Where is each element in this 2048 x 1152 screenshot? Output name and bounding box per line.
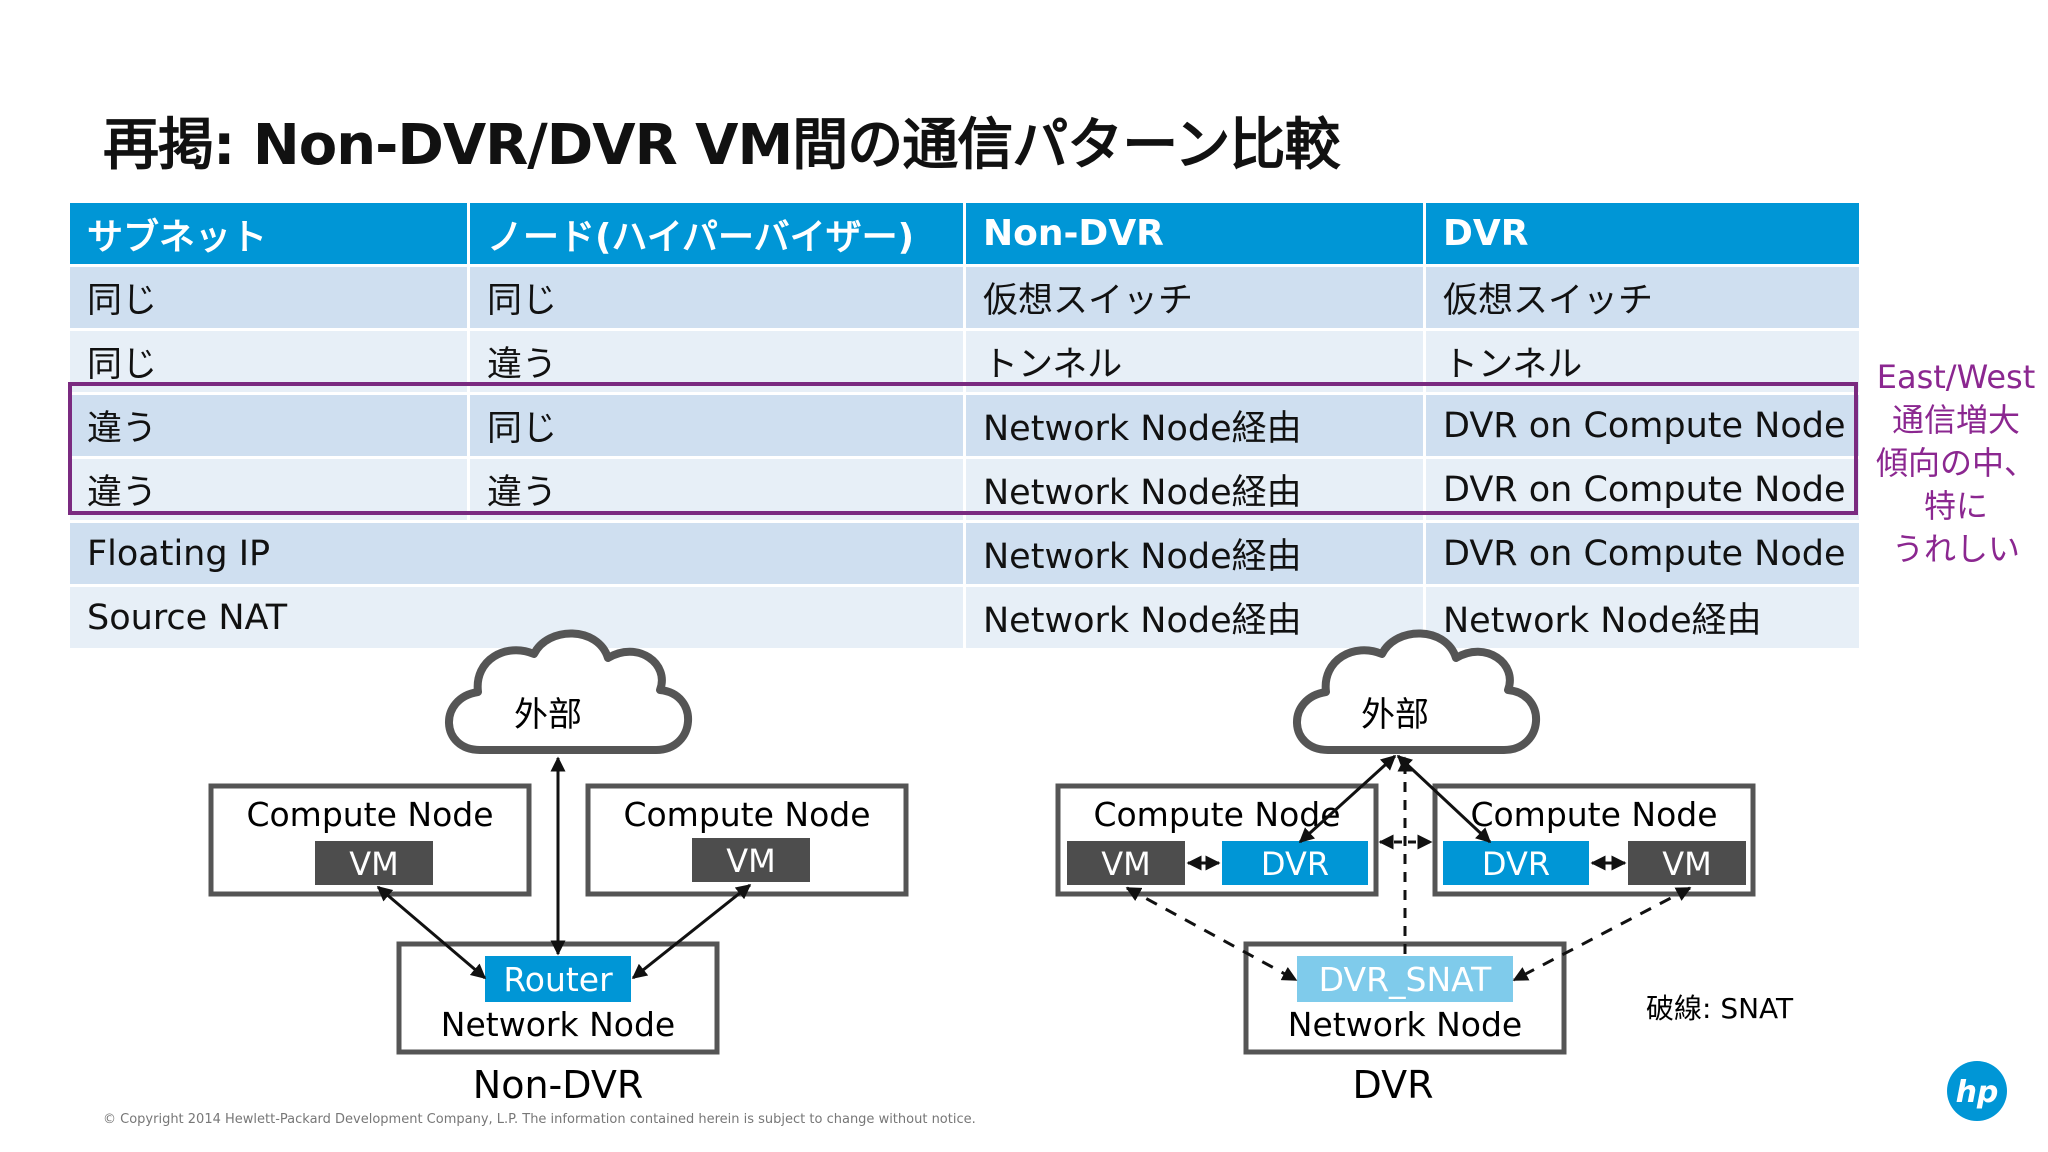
cell-dvr: 仮想スイッチ: [1423, 264, 1862, 331]
table-row: Source NAT Network Node経由 Network Node経由: [67, 584, 1862, 651]
page-title: 再掲: Non-DVR/DVR VM間の通信パターン比較: [103, 113, 1340, 178]
table-header-row: サブネット ノード(ハイパーバイザー) Non-DVR DVR: [67, 200, 1862, 267]
diagram-caption: DVR: [1353, 1063, 1434, 1107]
non-dvr-diagram: 外部 Compute Node VM Compute Node VM Route…: [208, 629, 909, 1107]
cell-non-dvr: Network Node経由: [963, 520, 1426, 587]
snat-arrow: [1125, 886, 1298, 982]
arrow: [1396, 754, 1492, 844]
header-node: ノード(ハイパーバイザー): [467, 200, 966, 267]
table-row: Floating IP Network Node経由 DVR on Comput…: [67, 520, 1862, 587]
vm-label: VM: [349, 845, 399, 883]
cell-non-dvr: Network Node経由: [963, 584, 1426, 651]
copyright-footer: © Copyright 2014 Hewlett-Packard Develop…: [103, 1112, 976, 1127]
dvr-snat-label: DVR_SNAT: [1319, 960, 1492, 999]
compute-node-label: Compute Node: [1470, 795, 1717, 834]
east-west-highlight-box: [68, 382, 1858, 515]
compute-node-label: Compute Node: [246, 795, 493, 834]
cell-non-dvr: 仮想スイッチ: [963, 264, 1426, 331]
cell-subnet: 同じ: [67, 264, 470, 331]
compute-node-label: Compute Node: [1093, 795, 1340, 834]
cell-subnet: Floating IP: [67, 520, 966, 587]
dvr-diagram: 外部 Compute Node VM DVR Compute Node DVR …: [1055, 629, 1794, 1107]
arrow: [376, 885, 487, 980]
vm-label: VM: [1662, 845, 1712, 883]
note-line: 特に: [1923, 487, 1988, 525]
snat-arrow: [1512, 886, 1692, 982]
compute-node-label: Compute Node: [623, 795, 870, 834]
cloud-label: 外部: [1361, 695, 1429, 735]
legend-dashed-snat: 破線: SNAT: [1646, 992, 1794, 1025]
cell-subnet: Source NAT: [67, 584, 966, 651]
vm-box: [315, 841, 433, 885]
note-line: East/West: [1876, 358, 2036, 396]
network-node-label: Network Node: [1288, 1005, 1522, 1044]
note-line: うれしい: [1891, 530, 2020, 568]
router-label: Router: [503, 960, 613, 999]
arrow: [631, 883, 752, 980]
dvr-label: DVR: [1261, 845, 1329, 883]
router-box: [485, 956, 631, 1002]
header-dvr: DVR: [1423, 200, 1862, 267]
network-node-label: Network Node: [441, 1005, 675, 1044]
cloud-icon: [1293, 629, 1540, 754]
arrow: [1298, 754, 1397, 844]
vm-label: VM: [1101, 845, 1151, 883]
note-line: 傾向の中、: [1875, 444, 2036, 482]
note-line: 通信増大: [1891, 401, 2020, 439]
vm-box: [1628, 841, 1746, 885]
cell-node: 同じ: [467, 264, 966, 331]
table-row: 違う 同じ Network Node経由 DVR on Compute Node: [67, 392, 1862, 459]
east-west-note: East/West 通信増大 傾向の中、 特に うれしい: [1868, 356, 2044, 571]
comparison-table: サブネット ノード(ハイパーバイザー) Non-DVR DVR 同じ 同じ 仮想…: [67, 200, 1862, 651]
dvr-label: DVR: [1482, 845, 1550, 883]
logo-text: hp: [1956, 1075, 1999, 1110]
vm-box: [692, 838, 810, 882]
vm-label: VM: [726, 842, 776, 880]
cell-subnet: 違う: [67, 392, 470, 459]
dvr-snat-box: [1297, 956, 1513, 1002]
dvr-box: [1443, 841, 1589, 885]
hp-logo-mark: hp: [1956, 1075, 1999, 1110]
diagram-caption: Non-DVR: [473, 1063, 643, 1107]
cell-dvr: DVR on Compute Node: [1423, 392, 1862, 459]
cell-non-dvr: Network Node経由: [963, 392, 1426, 459]
cloud-label: 外部: [514, 695, 582, 735]
cell-node: 同じ: [467, 392, 966, 459]
header-non-dvr: Non-DVR: [963, 200, 1426, 267]
cell-dvr: DVR on Compute Node: [1423, 520, 1862, 587]
hp-logo-icon: hp: [1947, 1061, 2007, 1121]
table-row: 同じ 同じ 仮想スイッチ 仮想スイッチ: [67, 264, 1862, 331]
cell-dvr: Network Node経由: [1423, 584, 1862, 651]
header-subnet: サブネット: [67, 200, 470, 267]
vm-box: [1067, 841, 1185, 885]
cloud-icon: [445, 629, 692, 754]
dvr-box: [1222, 841, 1368, 885]
